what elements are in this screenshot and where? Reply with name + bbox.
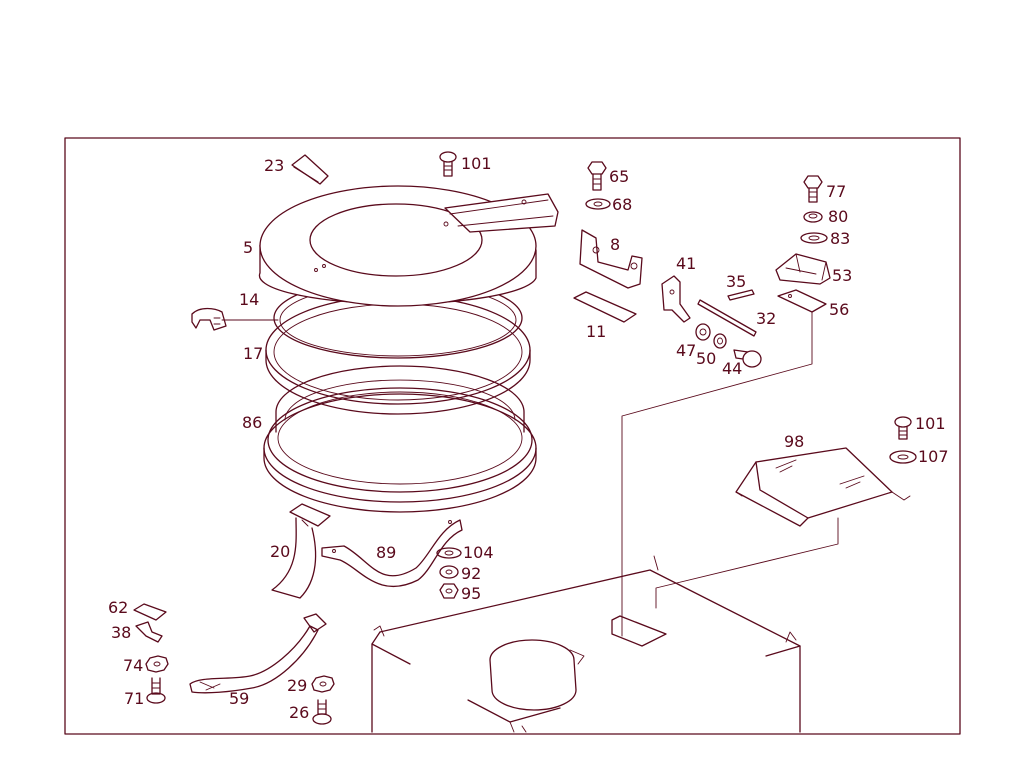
label-74[interactable]: 74	[123, 656, 143, 675]
leader-line-98	[655, 517, 839, 609]
washer-74-drawing	[145, 655, 169, 673]
pin-35-drawing	[727, 289, 755, 301]
label-17[interactable]: 17	[243, 344, 263, 363]
label-59[interactable]: 59	[229, 689, 249, 708]
label-71[interactable]: 71	[124, 689, 144, 708]
label-95[interactable]: 95	[461, 584, 481, 603]
label-62[interactable]: 62	[108, 598, 128, 617]
strap-59-drawing	[189, 613, 327, 694]
bolt-65-drawing	[587, 161, 607, 191]
washer-68-drawing	[585, 198, 611, 210]
label-101-top[interactable]: 101	[461, 154, 492, 173]
label-53[interactable]: 53	[832, 266, 852, 285]
label-56[interactable]: 56	[829, 300, 849, 319]
gasket-86-drawing	[263, 365, 537, 513]
label-11[interactable]: 11	[586, 322, 606, 341]
strap-20-drawing	[271, 503, 331, 599]
plate-62-drawing	[133, 603, 167, 621]
bolt-26-drawing	[312, 699, 332, 725]
diagram-frame	[64, 137, 961, 735]
label-98[interactable]: 98	[784, 432, 804, 451]
clamp-14-drawing	[191, 307, 279, 331]
bracket-41-drawing	[661, 275, 691, 323]
housing-box-drawing	[371, 555, 801, 733]
label-92[interactable]: 92	[461, 564, 481, 583]
label-44[interactable]: 44	[722, 359, 742, 378]
washer-107-drawing	[889, 450, 917, 464]
label-14[interactable]: 14	[239, 290, 259, 309]
label-32[interactable]: 32	[756, 309, 776, 328]
label-38[interactable]: 38	[111, 623, 131, 642]
label-47[interactable]: 47	[676, 341, 696, 360]
washer-104-drawing	[436, 547, 462, 559]
cover-5-drawing	[258, 185, 559, 307]
bolt-71-drawing	[146, 677, 166, 704]
washer-80-drawing	[803, 211, 823, 223]
label-29[interactable]: 29	[287, 676, 307, 695]
label-50[interactable]: 50	[696, 349, 716, 368]
label-8[interactable]: 8	[610, 235, 620, 254]
plate-56-drawing	[777, 289, 827, 313]
rod-32-drawing	[697, 299, 757, 337]
plate-98-drawing	[735, 447, 911, 527]
label-80[interactable]: 80	[828, 207, 848, 226]
washer-50-drawing	[713, 333, 727, 349]
washer-92-drawing	[439, 565, 459, 579]
mount-53-drawing	[775, 253, 831, 285]
label-65[interactable]: 65	[609, 167, 629, 186]
pad-11-drawing	[573, 291, 637, 323]
leader-line-56	[621, 311, 813, 637]
label-68[interactable]: 68	[612, 195, 632, 214]
bracket-8-drawing	[579, 229, 643, 289]
label-89[interactable]: 89	[376, 543, 396, 562]
bolt-101-right-drawing	[894, 416, 912, 440]
washer-47-drawing	[695, 323, 711, 341]
label-41[interactable]: 41	[676, 254, 696, 273]
label-35[interactable]: 35	[726, 272, 746, 291]
nut-95-drawing	[439, 583, 459, 599]
label-83[interactable]: 83	[830, 229, 850, 248]
label-20[interactable]: 20	[270, 542, 290, 561]
washer-29-drawing	[311, 675, 335, 693]
bolt-44-drawing	[733, 349, 762, 368]
label-101-right[interactable]: 101	[915, 414, 946, 433]
label-104[interactable]: 104	[463, 543, 494, 562]
label-23[interactable]: 23	[264, 156, 284, 175]
ring-17-drawing	[265, 295, 531, 415]
label-5[interactable]: 5	[243, 238, 253, 257]
part-labels: 23 101 65 68 77 80 83 5 8 41 35 53 14 56…	[108, 154, 949, 722]
label-107[interactable]: 107	[918, 447, 949, 466]
label-86[interactable]: 86	[242, 413, 262, 432]
label-77[interactable]: 77	[826, 182, 846, 201]
washer-83-drawing	[800, 232, 828, 244]
strap-89-drawing	[321, 519, 463, 587]
bracket-38-drawing	[135, 621, 163, 643]
bolt-101-top-drawing	[439, 151, 457, 177]
clip-23-drawing	[291, 154, 329, 185]
bolt-77-drawing	[803, 175, 823, 203]
label-26[interactable]: 26	[289, 703, 309, 722]
